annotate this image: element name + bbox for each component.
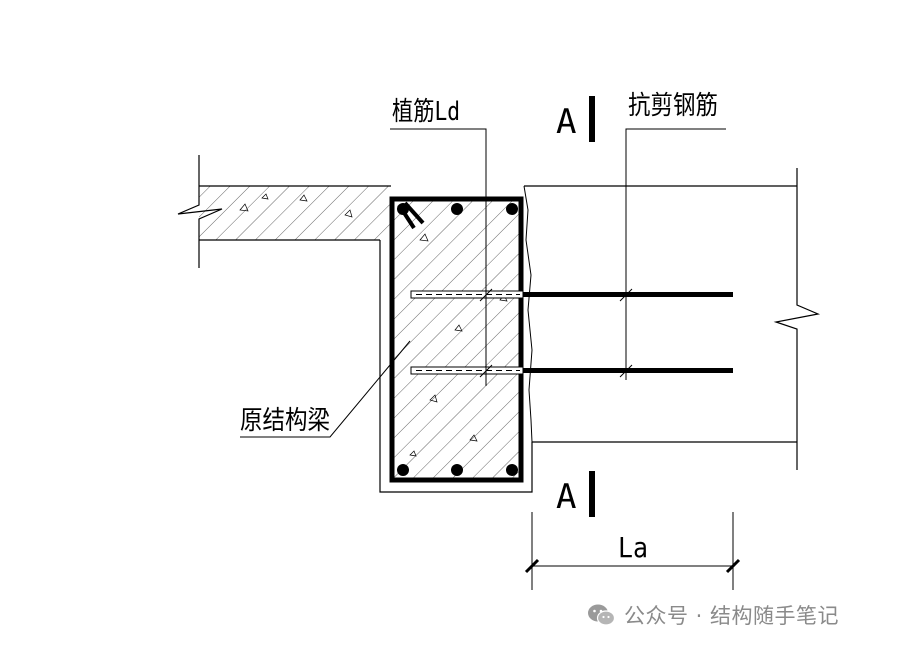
leader-original-beam xyxy=(240,340,411,438)
label-shear-bar: 抗剪钢筋 xyxy=(628,91,718,121)
watermark-text: 公众号 · 结构随手笔记 xyxy=(624,604,840,628)
label-original-beam: 原结构梁 xyxy=(240,406,330,436)
watermark: 公众号 · 结构随手笔记 xyxy=(586,599,839,631)
beam-concrete-hatch xyxy=(391,198,522,481)
break-line-left xyxy=(177,155,223,268)
rebar-dot xyxy=(451,203,463,215)
longitudinal-bars xyxy=(397,203,518,476)
dimension-la xyxy=(524,512,741,590)
section-mark-top xyxy=(589,96,595,142)
rebar-dot xyxy=(506,464,518,476)
wechat-icon xyxy=(588,604,616,626)
beam-right-rough-edge xyxy=(523,185,533,443)
rebar-dot xyxy=(451,464,463,476)
break-line-right xyxy=(773,168,821,470)
section-mark-bottom xyxy=(589,471,595,517)
label-planted-bar: 植筋Ld xyxy=(392,97,460,127)
rebar-dot xyxy=(397,203,409,215)
original-beam-outline xyxy=(379,185,533,493)
new-slab xyxy=(524,168,821,470)
label-anchorage-length: La xyxy=(618,531,648,564)
leader-shear-bar xyxy=(619,128,726,380)
rebar-dot xyxy=(506,203,518,215)
leader-planted-bar xyxy=(390,128,493,386)
section-label-top: A xyxy=(556,102,576,142)
shear-bars xyxy=(410,290,733,375)
section-label-bottom: A xyxy=(556,477,576,517)
concrete-specks-slab xyxy=(239,193,353,218)
existing-slab xyxy=(177,155,391,268)
stirrup xyxy=(389,196,524,483)
rebar-dot xyxy=(397,464,409,476)
